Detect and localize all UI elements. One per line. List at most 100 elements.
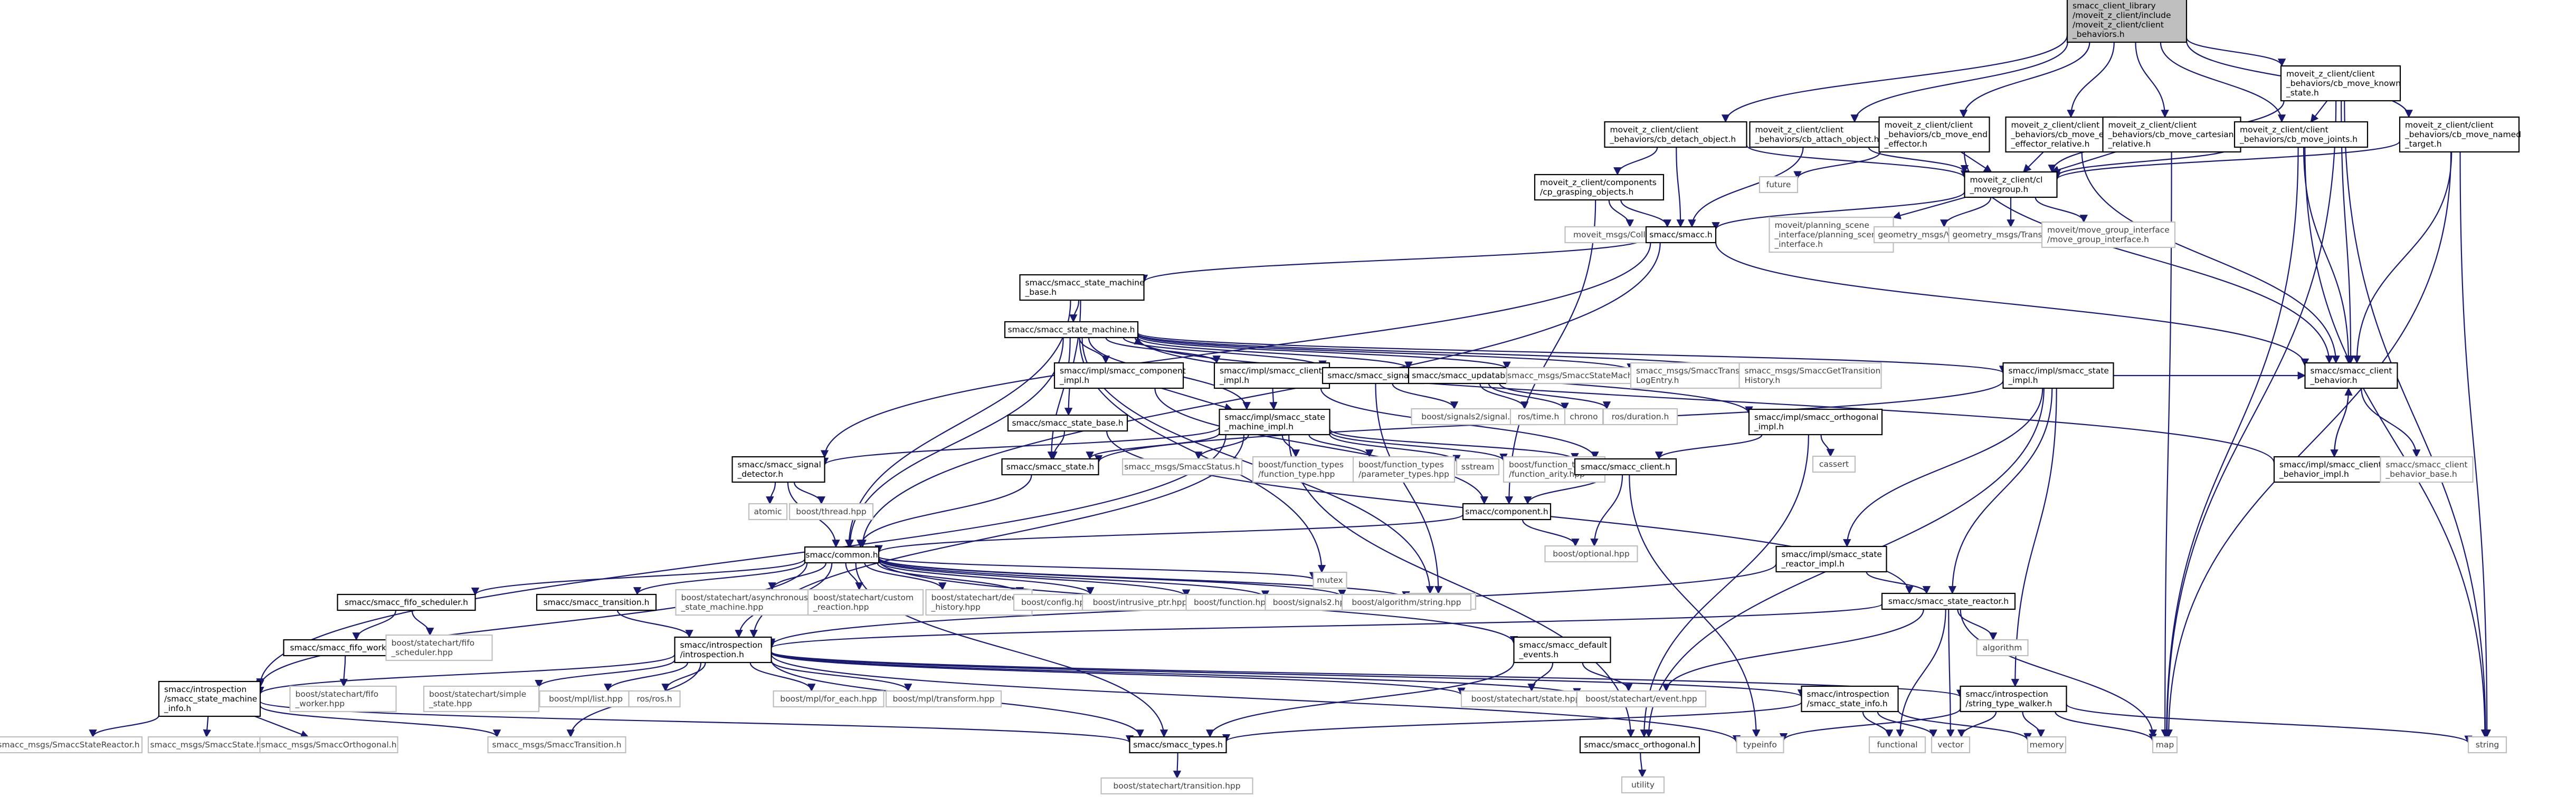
node-box xyxy=(1460,690,1591,708)
node-label-line: boost/statechart/state.hpp xyxy=(1471,694,1581,704)
node-cb-move-end-rel[interactable]: moveit_z_client/client_behaviors/cb_move… xyxy=(2005,116,2117,153)
node-updatable[interactable]: smacc/smacc_updatable.h xyxy=(1408,367,1525,385)
node-label: boost/optional.hpp xyxy=(1553,549,1629,559)
node-label: string xyxy=(2476,740,2499,750)
node-label-line: functional xyxy=(1877,740,1917,750)
node-client-h[interactable]: smacc/smacc_client.h xyxy=(1574,458,1677,476)
node-box xyxy=(1001,458,1099,476)
node-component[interactable]: smacc/component.h xyxy=(1462,503,1552,521)
edge-cb-attach-to-movegroup xyxy=(1868,147,1969,174)
node-state-h[interactable]: smacc/smacc_state.h xyxy=(1001,458,1099,476)
node-cb-move-known[interactable]: moveit_z_client/client_behaviors/cb_move… xyxy=(2280,65,2401,102)
edge-common-to-signals2 xyxy=(878,558,1269,599)
edge-fifo-sched-to-fifo-worker xyxy=(352,610,396,641)
node-label-line: /smacc_state_machine xyxy=(164,694,257,704)
node-types[interactable]: smacc/smacc_types.h xyxy=(1129,736,1227,754)
edge-updatable-to-chrono xyxy=(1488,383,1569,411)
node-signal-detector[interactable]: smacc/smacc_signal_detector.h xyxy=(731,456,825,483)
node-sm-info[interactable]: smacc/introspection/smacc_state_machine_… xyxy=(158,680,261,717)
node-box xyxy=(1341,593,1472,611)
node-smacc-h[interactable]: smacc/smacc.h xyxy=(1645,226,1717,244)
node-label-line: chrono xyxy=(1570,412,1598,421)
edge-smacc-h-to-signal-detector xyxy=(820,242,1651,458)
node-cb-detach[interactable]: moveit_z_client/client_behaviors/cb_deta… xyxy=(1604,121,1747,148)
node-signal[interactable]: smacc/smacc_signal.h xyxy=(1322,367,1425,385)
node-cb-move-named[interactable]: moveit_z_client/client_behaviors/cb_move… xyxy=(2399,116,2521,153)
edge-sm-base-to-common xyxy=(844,300,1071,548)
edge-client-behavior-to-cb-base xyxy=(2361,388,2421,458)
node-label-line: _behaviors/cb_move_joints.h xyxy=(2239,135,2358,145)
node-box xyxy=(1812,455,1856,473)
node-label-line: boost/intrusive_ptr.hpp xyxy=(1093,598,1187,608)
file-nodes: smacc_client_library/moveit_z_client/inc… xyxy=(0,0,2521,795)
node-label-line: _effector_relative.h xyxy=(2011,139,2090,149)
node-impl-cb[interactable]: smacc/impl/smacc_client_behavior_impl.h xyxy=(2273,456,2390,483)
node-box xyxy=(2152,736,2178,754)
node-label: moveit_z_client/components/cp_grasping_o… xyxy=(1540,178,1657,197)
node-sstream: sstream xyxy=(1456,458,1500,476)
node-box xyxy=(423,685,540,713)
node-ros-time: ros/time.h xyxy=(1509,408,1567,426)
node-label: smacc/smacc_state_machine_base.h xyxy=(1025,278,1145,297)
node-label-line: moveit_z_client/client xyxy=(1885,120,1973,130)
node-type-walker[interactable]: smacc/introspection/string_type_walker.h xyxy=(1960,685,2067,713)
node-client-behavior[interactable]: smacc/smacc_client_behavior.h xyxy=(2304,362,2398,389)
node-box xyxy=(158,680,261,717)
node-ft-param: boost/function_types/parameter_types.hpp xyxy=(1352,456,1456,483)
node-sm-base[interactable]: smacc/smacc_state_machine_base.h xyxy=(1019,274,1145,301)
node-label-line: _behaviors/cb_move_cartesian xyxy=(2108,130,2234,140)
node-label: boost/signals2/signal.hpp xyxy=(1421,412,1525,421)
node-impl-sm[interactable]: smacc/impl/smacc_state_machine_impl.h xyxy=(1219,408,1330,436)
node-common[interactable]: smacc/common.h xyxy=(804,546,880,564)
node-state-base[interactable]: smacc/smacc_state_base.h xyxy=(1007,414,1128,432)
edge-impl-sm-to-sm-info xyxy=(256,434,1227,687)
edge-introspection-to-type-walker xyxy=(771,651,1964,698)
node-box xyxy=(1219,408,1330,436)
node-state-info[interactable]: smacc/introspection/smacc_state_info.h xyxy=(1801,685,1899,713)
node-transition[interactable]: smacc/smacc_transition.h xyxy=(536,593,657,611)
node-impl-state[interactable]: smacc/impl/smacc_state_impl.h xyxy=(2002,362,2114,389)
edge-impl-component-to-impl-sm xyxy=(1161,387,1233,411)
node-fifo-sched[interactable]: smacc/smacc_fifo_scheduler.h xyxy=(337,593,476,611)
node-label: smacc/smacc_state_reactor.h xyxy=(1888,597,2009,607)
node-cb-attach[interactable]: moveit_z_client/client_behaviors/cb_atta… xyxy=(1749,121,1893,148)
node-label-line: boost/statechart/simple xyxy=(429,689,526,699)
node-label: smacc/smacc_signal.h xyxy=(1327,371,1419,381)
edge-state-info-to-memory xyxy=(1897,709,2032,742)
node-cb-move-end[interactable]: moveit_z_client/client_behaviors/cb_move… xyxy=(1878,116,1990,153)
node-label: sstream xyxy=(1461,462,1494,472)
node-cb-move-cart[interactable]: moveit_z_client/client_behaviors/cb_move… xyxy=(2102,116,2241,153)
node-box xyxy=(2233,121,2369,148)
node-map: map xyxy=(2152,736,2178,754)
node-impl-client[interactable]: smacc/impl/smacc_client_impl.h xyxy=(1213,362,1330,389)
node-box xyxy=(487,736,626,754)
edge-signal-detector-to-thread xyxy=(793,482,825,505)
node-introspection[interactable]: smacc/introspection/introspection.h xyxy=(674,636,772,664)
node-default-events[interactable]: smacc/smacc_default_events.h xyxy=(1513,636,1611,664)
node-label-line: moveit/move_group_interface xyxy=(2047,225,2170,235)
node-orthogonal[interactable]: smacc/smacc_orthogonal.h xyxy=(1579,736,1700,754)
node-box xyxy=(289,685,397,713)
node-impl-component[interactable]: smacc/impl/smacc_component_impl.h xyxy=(1053,362,1186,389)
node-label-line: smacc_msgs/SmaccState.h xyxy=(150,740,261,750)
node-label-line: smacc/smacc_fifo_scheduler.h xyxy=(345,598,468,608)
node-grasping[interactable]: moveit_z_client/components/cp_grasping_o… xyxy=(1534,174,1665,201)
node-box xyxy=(1574,458,1677,476)
node-label: smacc_msgs/SmaccStateMachine.h xyxy=(1507,371,1653,381)
node-label-line: boost/statechart/fifo xyxy=(392,638,475,648)
node-label-line: smacc/smacc_default xyxy=(1519,640,1608,650)
edge-component-to-optional xyxy=(1522,519,1580,547)
node-impl-reactor[interactable]: smacc/impl/smacc_state_reactor_impl.h xyxy=(1775,545,1887,573)
node-movegroup[interactable]: moveit_z_client/cl_movegroup.h xyxy=(1964,171,2058,198)
node-state-reactor[interactable]: smacc/smacc_state_reactor.h xyxy=(1881,592,2016,610)
edge-impl-component-to-component xyxy=(1154,388,1488,505)
node-sm[interactable]: smacc/smacc_state_machine.h xyxy=(1004,321,1139,339)
node-label: smacc/introspection/string_type_walker.h xyxy=(1966,689,2052,709)
node-box xyxy=(1976,639,2029,657)
node-cb-move-joints[interactable]: moveit_z_client/client_behaviors/cb_move… xyxy=(2233,121,2369,148)
node-impl-orth[interactable]: smacc/impl/smacc_orthogonal_impl.h xyxy=(1748,408,1883,436)
node-label-line: moveit/planning_scene xyxy=(1775,220,1869,231)
node-root[interactable]: smacc_client_library/moveit_z_client/inc… xyxy=(2066,0,2188,43)
